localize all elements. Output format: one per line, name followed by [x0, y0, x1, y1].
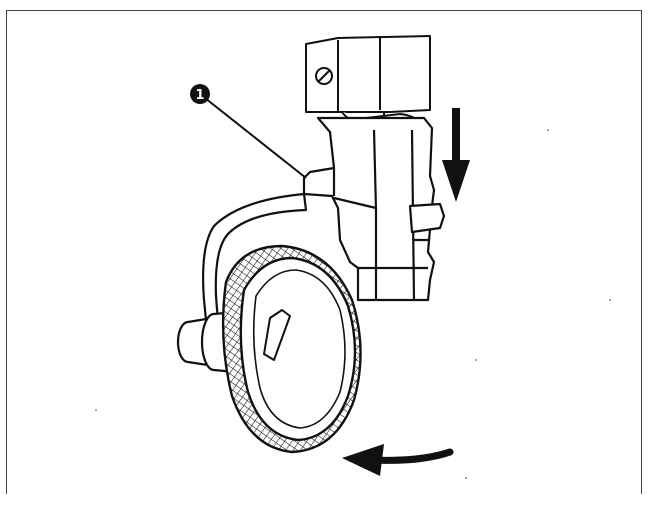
callout-number: 1: [195, 88, 204, 103]
knurled-wheel[interactable]: [221, 244, 362, 454]
callout-marker: [190, 84, 210, 104]
side-screw-icon: [408, 202, 446, 234]
figure-frame: [6, 10, 642, 494]
arrow-down-icon: [442, 108, 470, 202]
slot-screw-icon: [263, 309, 291, 361]
print-specks: [95, 129, 611, 479]
presser-body: [302, 116, 446, 302]
upper-clamp-block: [305, 35, 431, 113]
rotate-left-arrow-icon: [342, 444, 454, 476]
leader-line: [204, 97, 307, 179]
callout-1: 1: [190, 84, 307, 179]
